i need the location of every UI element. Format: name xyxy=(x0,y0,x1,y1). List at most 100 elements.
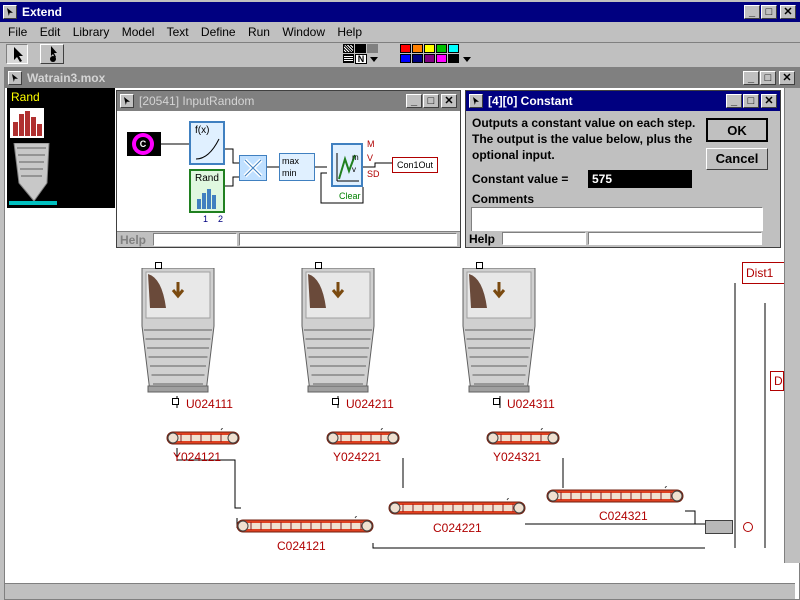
hopper-input-port[interactable] xyxy=(315,262,322,269)
hopper-block[interactable] xyxy=(300,268,376,398)
chevron-down-icon[interactable] xyxy=(369,54,379,64)
model-minimize-button[interactable]: _ xyxy=(743,71,759,85)
constant-minimize-button[interactable]: _ xyxy=(726,94,742,108)
hopper-block[interactable] xyxy=(461,268,537,398)
stats-v-input: v xyxy=(352,165,356,174)
conveyor-block[interactable] xyxy=(325,428,401,450)
constant-value-field[interactable]: 575 xyxy=(588,170,692,188)
color-swatch[interactable] xyxy=(400,54,411,63)
cancel-button[interactable]: Cancel xyxy=(706,148,768,170)
menu-library[interactable]: Library xyxy=(72,25,110,39)
menu-run[interactable]: Run xyxy=(247,25,270,39)
multiply-icon xyxy=(243,158,263,178)
app-maximize-button[interactable]: □ xyxy=(761,5,777,19)
statistics-block[interactable]: m v xyxy=(331,143,363,187)
comments-textarea[interactable] xyxy=(471,207,763,233)
chevron-down-icon[interactable] xyxy=(462,54,472,64)
horizontal-scrollbar[interactable] xyxy=(5,583,795,599)
link-tool-button[interactable] xyxy=(40,44,64,64)
ok-button[interactable]: OK xyxy=(706,118,768,142)
partial-block-glyph: D xyxy=(774,374,783,388)
comments-scrollbar[interactable] xyxy=(764,207,776,233)
menu-help[interactable]: Help xyxy=(337,25,363,39)
function-block[interactable]: f(x) xyxy=(189,121,225,165)
random-block[interactable]: Rand xyxy=(189,169,225,213)
color-swatch[interactable] xyxy=(412,44,423,53)
pattern-selected[interactable]: N xyxy=(355,54,367,64)
constant-close-button[interactable]: ✕ xyxy=(761,94,777,108)
vertical-scrollbar[interactable] xyxy=(784,88,800,563)
hopper-input-port[interactable] xyxy=(476,262,483,269)
menu-window[interactable]: Window xyxy=(282,25,325,39)
pattern-palette[interactable]: N xyxy=(343,44,393,64)
inputrandom-canvas[interactable]: C f(x) Rand 1 2 max min xyxy=(117,111,460,233)
inputrandom-maximize-button[interactable]: □ xyxy=(423,94,439,108)
inputrandom-title: [20541] InputRandom xyxy=(139,94,255,108)
constant-maximize-button[interactable]: □ xyxy=(743,94,759,108)
conveyor-block[interactable] xyxy=(235,516,375,538)
color-swatch[interactable] xyxy=(436,54,447,63)
maxmin-min-label: min xyxy=(282,168,297,178)
model-maximize-button[interactable]: □ xyxy=(760,71,776,85)
pattern-swatch[interactable] xyxy=(355,44,366,53)
menu-model[interactable]: Model xyxy=(121,25,155,39)
partial-block[interactable]: D xyxy=(770,371,784,391)
dist-block[interactable]: Dist1 xyxy=(742,262,792,284)
model-close-button[interactable]: ✕ xyxy=(779,71,795,85)
curve-icon xyxy=(195,138,220,160)
stats-v-label: V xyxy=(367,153,374,163)
maxmin-block[interactable]: max min xyxy=(279,153,315,181)
inputrandom-system-icon[interactable] xyxy=(120,94,134,108)
output-connector[interactable]: Con1Out xyxy=(392,157,438,173)
color-swatch[interactable] xyxy=(448,44,459,53)
color-swatch[interactable] xyxy=(448,54,459,63)
inputrandom-minimize-button[interactable]: _ xyxy=(406,94,422,108)
pattern-swatch[interactable] xyxy=(343,54,354,63)
inputrandom-hscroll[interactable] xyxy=(239,233,457,246)
constant-system-icon[interactable] xyxy=(469,94,483,108)
exit-connector[interactable] xyxy=(743,522,753,532)
constant-value-label: Constant value = xyxy=(472,172,569,186)
app-close-button[interactable]: ✕ xyxy=(780,5,796,19)
menu-file[interactable]: File xyxy=(8,25,28,39)
menu-define[interactable]: Define xyxy=(200,25,236,39)
color-swatch[interactable] xyxy=(412,54,423,63)
constant-dialog: [4][0] Constant _ □ ✕ Outputs a constant… xyxy=(465,90,781,248)
hopper-output-port[interactable] xyxy=(172,398,179,405)
combiner-block[interactable] xyxy=(705,520,733,534)
menu-text[interactable]: Text xyxy=(166,25,189,39)
inputrandom-close-button[interactable]: ✕ xyxy=(441,94,457,108)
hopper-icon xyxy=(141,268,215,393)
color-swatch[interactable] xyxy=(400,44,411,53)
app-system-icon[interactable] xyxy=(3,5,17,19)
constant-help-button[interactable]: Help xyxy=(469,232,496,246)
dist-label: Dist1 xyxy=(746,266,774,280)
histogram-icon xyxy=(10,108,44,138)
hopper-output-port[interactable] xyxy=(332,398,339,405)
color-swatch[interactable] xyxy=(424,44,435,53)
conveyor-block[interactable] xyxy=(165,428,241,450)
conveyor-block[interactable] xyxy=(387,498,527,520)
hopper-block[interactable] xyxy=(140,268,216,398)
color-swatch[interactable] xyxy=(436,44,447,53)
hopper-input-port[interactable] xyxy=(155,262,162,269)
inputrandom-help-button[interactable]: Help xyxy=(120,233,147,247)
pointer-tool-button[interactable] xyxy=(6,44,28,64)
inputrandom-status-bar: Help xyxy=(117,231,460,247)
conveyor-block[interactable] xyxy=(545,486,685,508)
hopper-output-port[interactable] xyxy=(493,398,500,405)
multiply-block[interactable] xyxy=(239,155,267,181)
constant-hscroll[interactable] xyxy=(588,232,762,245)
app-minimize-button[interactable]: _ xyxy=(744,5,760,19)
model-title: Watrain3.mox xyxy=(27,71,106,85)
menu-edit[interactable]: Edit xyxy=(39,25,61,39)
color-swatch[interactable] xyxy=(424,54,435,63)
model-system-icon[interactable] xyxy=(8,71,22,85)
model-thumbnail[interactable]: Rand xyxy=(7,88,115,208)
pattern-swatch[interactable] xyxy=(367,44,378,53)
color-palette[interactable] xyxy=(400,44,490,64)
constant-block[interactable]: C xyxy=(127,132,161,156)
constant-status-bar: Help xyxy=(466,231,780,247)
pattern-swatch[interactable] xyxy=(343,44,354,53)
conveyor-block[interactable] xyxy=(485,428,561,450)
